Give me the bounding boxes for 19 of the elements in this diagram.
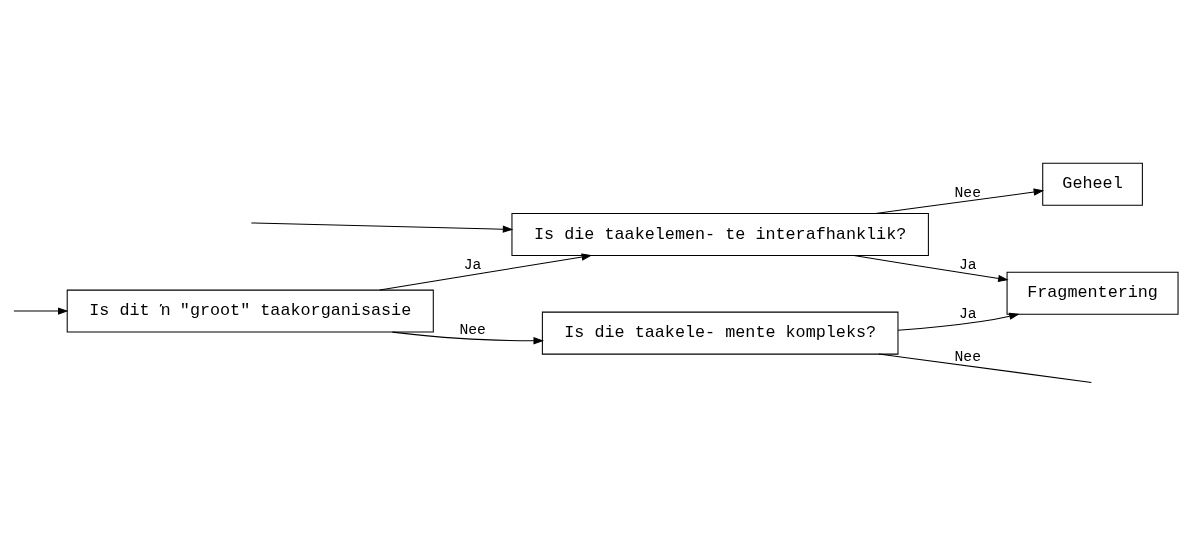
arrow [875, 188, 1045, 215]
arrow [391, 331, 544, 345]
arrow [853, 255, 1009, 283]
connector [878, 353, 1092, 383]
arrow [379, 253, 593, 291]
arrow [897, 312, 1020, 331]
node-box: Is die taakelemen- te interafhanklik? [511, 213, 929, 257]
edge-label: Ja [958, 305, 977, 322]
node-box: Is dit ŉ "groot" taakorganisasie [66, 289, 434, 333]
edge-label: Nee [954, 184, 981, 201]
edge-label: Ja [463, 257, 482, 274]
edge-label: Ja [958, 257, 977, 274]
node-box: Geheel [1042, 162, 1143, 206]
node-box: Fragmentering [1006, 271, 1179, 315]
edge-label: Nee [954, 348, 981, 365]
edge-label: Nee [459, 322, 486, 339]
arrow [13, 307, 69, 315]
arrow [250, 222, 514, 233]
node-box: Is die taakele- mente kompleks? [541, 311, 899, 355]
